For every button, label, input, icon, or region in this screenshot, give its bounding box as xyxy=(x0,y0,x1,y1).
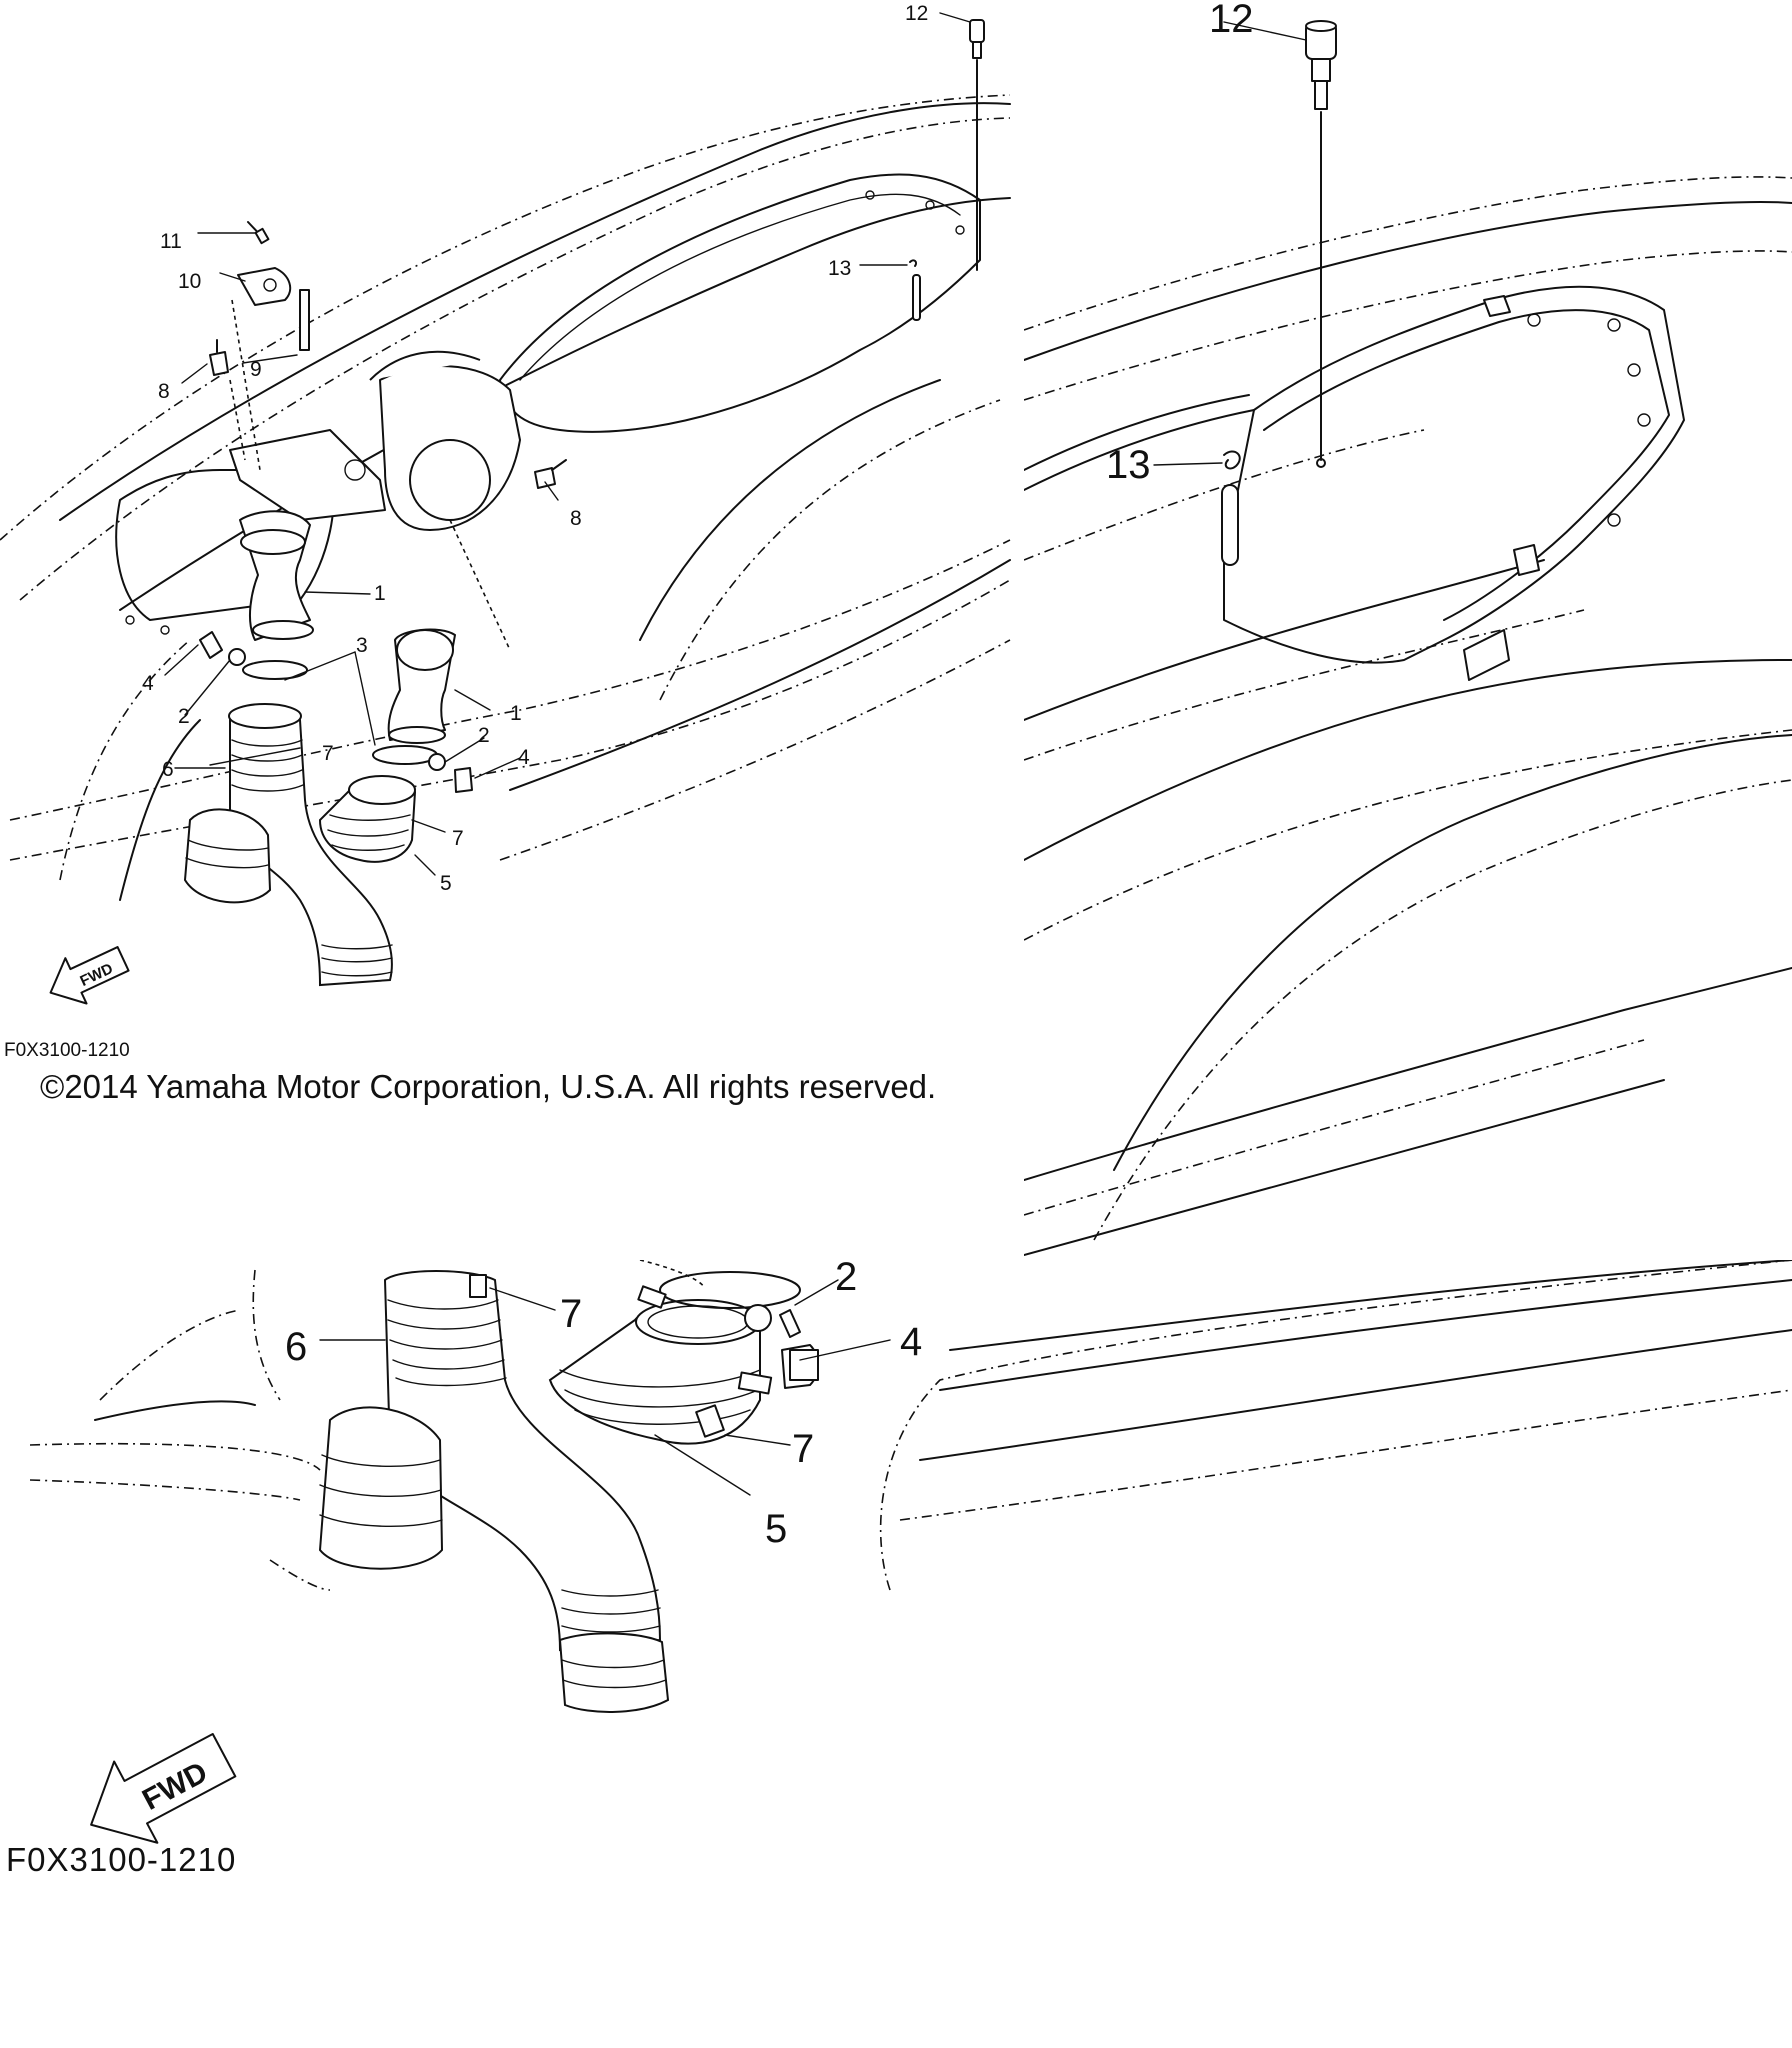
air-duct-1-left xyxy=(239,510,314,641)
callout-leaders xyxy=(164,12,971,876)
zoom-hose-5 xyxy=(548,1299,773,1445)
callout-labels: 11 10 9 8 8 12 13 1 1 3 4 4 2 2 6 7 7 5 xyxy=(142,2,928,895)
zoom-detail-hoses: 6 7 2 4 7 5 FWD xyxy=(0,1260,1792,2048)
storage-opening xyxy=(115,469,335,635)
zoom-bottom-svg: 6 7 2 4 7 5 FWD xyxy=(29,1260,1792,1844)
callout-4-right: 4 xyxy=(518,746,530,769)
zoom-callout-4: 4 xyxy=(900,1320,922,1364)
callout-7-lower: 7 xyxy=(452,827,464,850)
zoom-callout-7-upper: 7 xyxy=(560,1292,582,1336)
dashed-leaders xyxy=(229,299,511,651)
main-exploded-view: 11 10 9 8 8 12 13 1 1 3 4 4 2 2 6 7 7 5 … xyxy=(0,0,1024,1120)
hose-clamps xyxy=(199,631,473,793)
parts-8-11 xyxy=(209,221,567,489)
callout-8-lower: 8 xyxy=(570,507,582,530)
zoom-callout-5: 5 xyxy=(765,1507,787,1551)
bellows-hose-6 xyxy=(183,703,393,987)
hose-6-ribs xyxy=(231,739,393,977)
zoom-right-svg: 12 13 xyxy=(1024,0,1792,1256)
callout-11: 11 xyxy=(160,230,182,253)
callout-3: 3 xyxy=(356,634,368,657)
callout-13: 13 xyxy=(828,257,851,280)
callout-4-left: 4 xyxy=(142,672,154,695)
zoom-sensor-12: 12 xyxy=(1209,0,1337,468)
callout-10: 10 xyxy=(178,270,201,293)
callout-8-upper: 8 xyxy=(158,380,170,403)
seat-frame xyxy=(499,173,981,433)
callout-9: 9 xyxy=(250,358,262,381)
bellows-hose-5 xyxy=(318,775,417,863)
callout-1-left: 1 xyxy=(374,582,386,605)
zoom-seat-frame xyxy=(1024,285,1685,681)
zoom-hose-6 xyxy=(318,1270,670,1713)
fwd-arrow-icon: FWD xyxy=(49,946,130,1005)
hull-outline xyxy=(0,94,1011,901)
zoom-callout-2: 2 xyxy=(835,1260,857,1299)
zoom-clip-13: 13 xyxy=(1106,443,1241,566)
zoom-clamp-2-4 xyxy=(637,1271,819,1389)
callout-2-right: 2 xyxy=(478,724,490,747)
zoom-hull-lines xyxy=(1024,176,1792,1256)
center-console xyxy=(229,350,521,531)
zoom-callout-7-lower: 7 xyxy=(792,1427,814,1471)
copyright-notice: ©2014 Yamaha Motor Corporation, U.S.A. A… xyxy=(40,1068,937,1105)
callout-12: 12 xyxy=(905,2,928,25)
figure-code-main: F0X3100-1210 xyxy=(4,1040,130,1061)
callout-5: 5 xyxy=(440,872,452,895)
zoom-callout-6: 6 xyxy=(285,1325,307,1369)
zoom-detail-seat-area: 12 13 xyxy=(1024,0,1792,1260)
sensor-12 xyxy=(969,19,985,271)
clip-13 xyxy=(909,259,921,321)
callout-7-upper: 7 xyxy=(322,742,334,765)
main-diagram-svg: 11 10 9 8 8 12 13 1 1 3 4 4 2 2 6 7 7 5 … xyxy=(0,2,1011,1005)
callout-2-left: 2 xyxy=(178,705,190,728)
callout-1-right: 1 xyxy=(510,702,522,725)
zoom-bottom-hull xyxy=(29,1260,1792,1591)
zoom-callout-12: 12 xyxy=(1209,0,1254,41)
figure-code-zoom: F0X3100-1210 xyxy=(6,1841,237,1878)
zoom-hose-6-ribs xyxy=(387,1299,661,1633)
zoom-callout-13: 13 xyxy=(1106,443,1151,487)
zoom-callouts: 6 7 2 4 7 5 xyxy=(285,1260,922,1551)
callout-6: 6 xyxy=(162,758,174,781)
air-duct-1-right xyxy=(387,628,456,744)
